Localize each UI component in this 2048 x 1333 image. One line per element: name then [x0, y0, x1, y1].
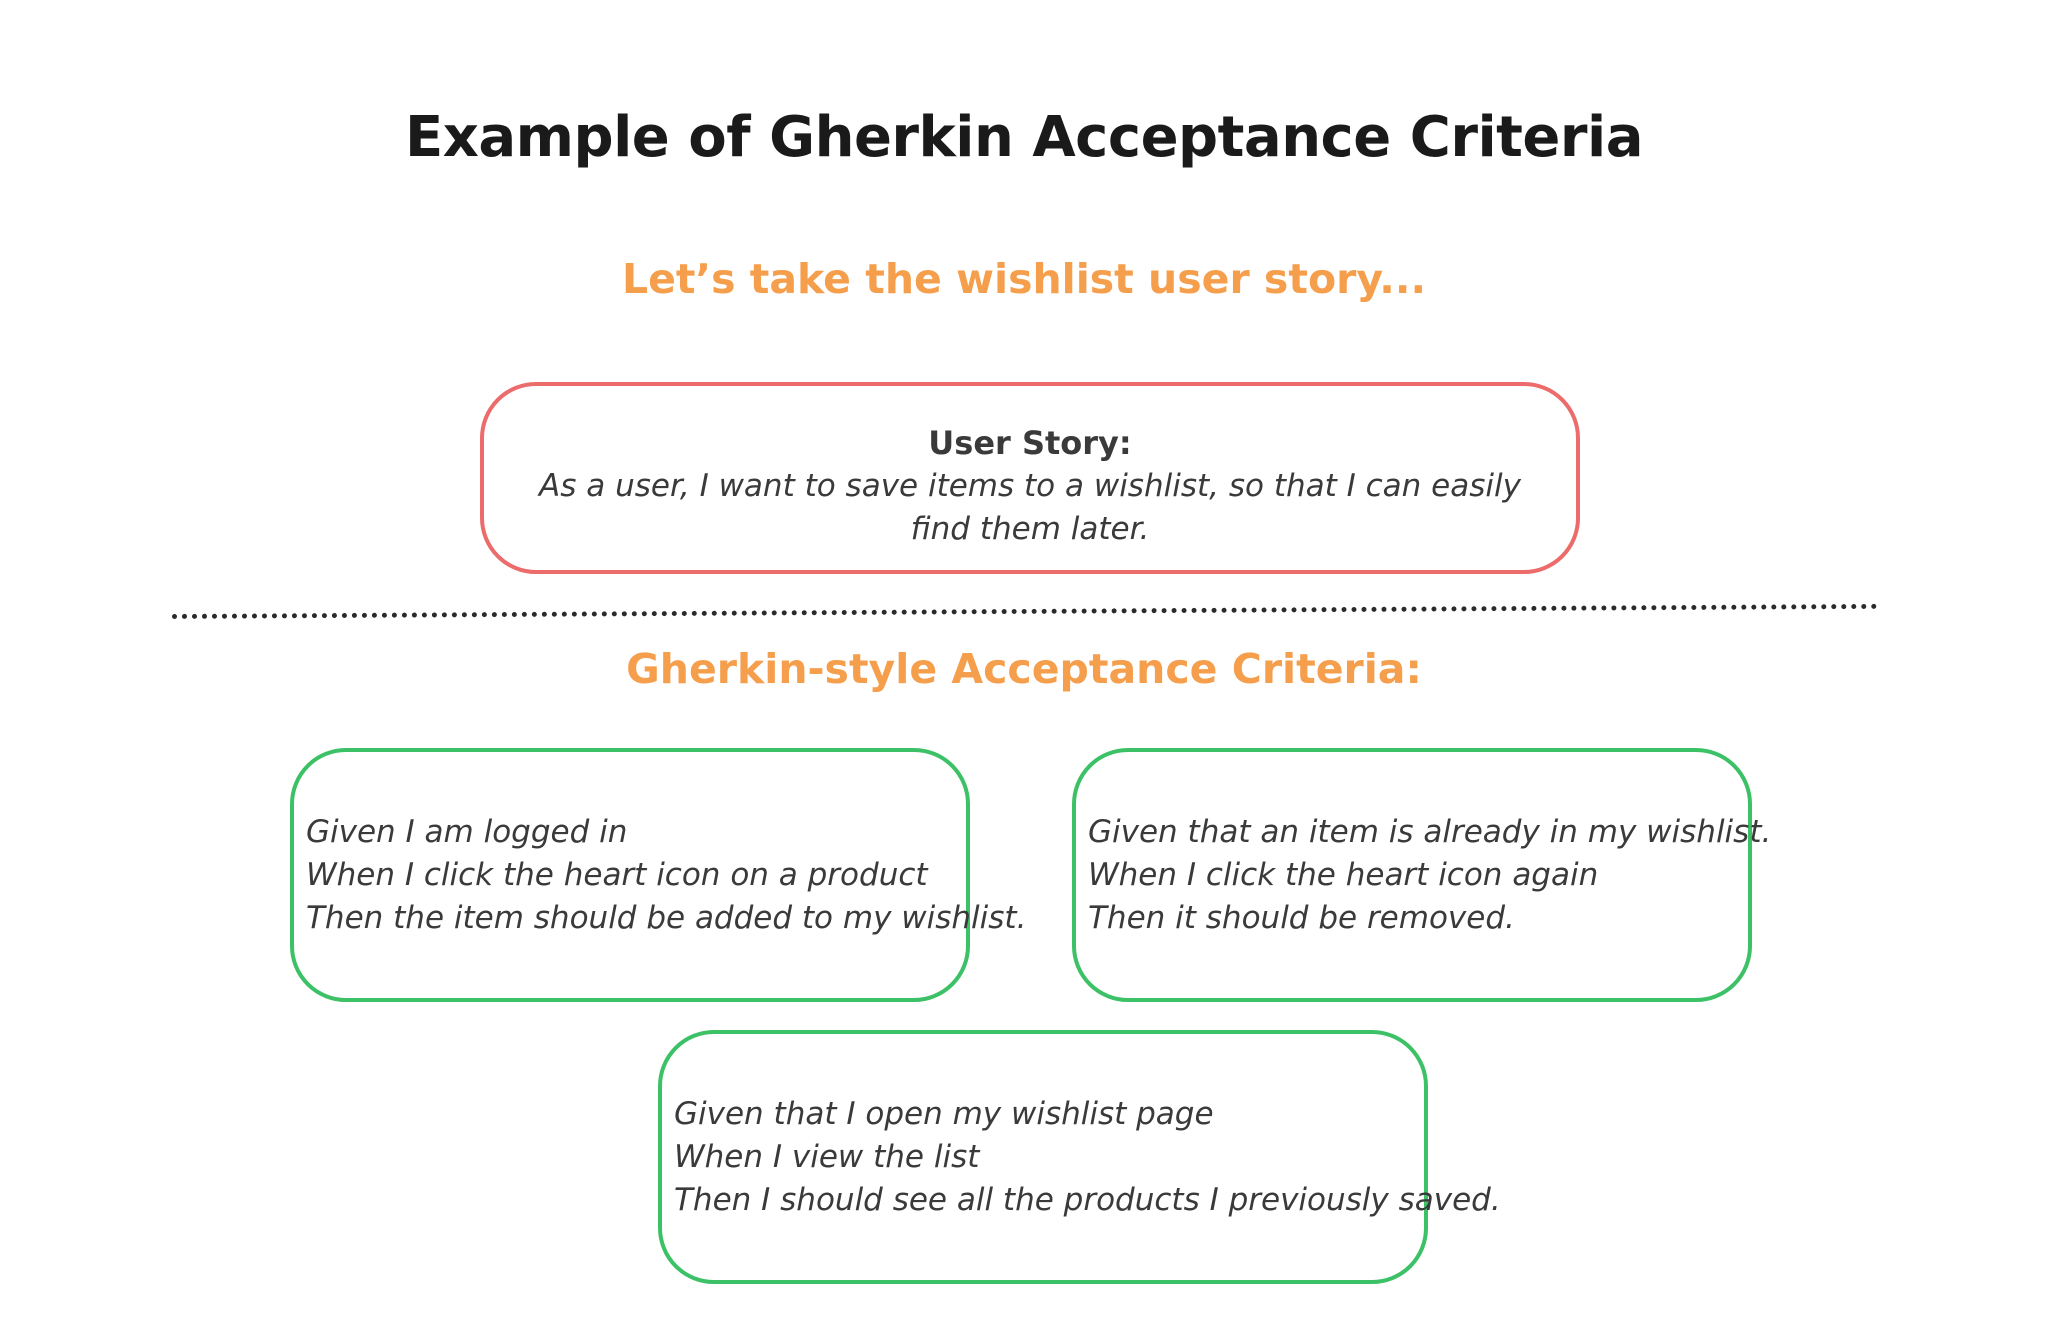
- criterion-box-remove-from-wishlist: Given that an item is already in my wish…: [1072, 748, 1772, 1002]
- criterion-given: Given I am logged in: [306, 813, 628, 850]
- user-story-box: User Story: As a user, I want to save it…: [480, 382, 1580, 574]
- criterion-box-add-to-wishlist: Given I am logged in When I click the he…: [290, 748, 1027, 1002]
- user-story-text: As a user, I want to save items to a wis…: [539, 468, 1521, 547]
- criterion-box-view-wishlist: Given that I open my wishlist page When …: [658, 1030, 1501, 1284]
- criterion-given: Given that I open my wishlist page: [674, 1095, 1214, 1132]
- page-title: Example of Gherkin Acceptance Criteria: [405, 105, 1644, 170]
- criterion-then: Then the item should be added to my wish…: [306, 899, 1027, 936]
- criterion-when: When I view the list: [674, 1138, 980, 1175]
- dotted-divider: [171, 603, 1878, 619]
- story-intro-heading: Let’s take the wishlist user story...: [621, 255, 1427, 303]
- user-story-label: User Story:: [928, 424, 1132, 462]
- criterion-when: When I click the heart icon again: [1088, 856, 1599, 893]
- criteria-heading: Gherkin-style Acceptance Criteria:: [626, 645, 1422, 693]
- criterion-then: Then it should be removed.: [1088, 899, 1515, 936]
- criterion-given: Given that an item is already in my wish…: [1088, 813, 1772, 850]
- criterion-then: Then I should see all the products I pre…: [674, 1181, 1501, 1218]
- criterion-when: When I click the heart icon on a product: [306, 856, 928, 893]
